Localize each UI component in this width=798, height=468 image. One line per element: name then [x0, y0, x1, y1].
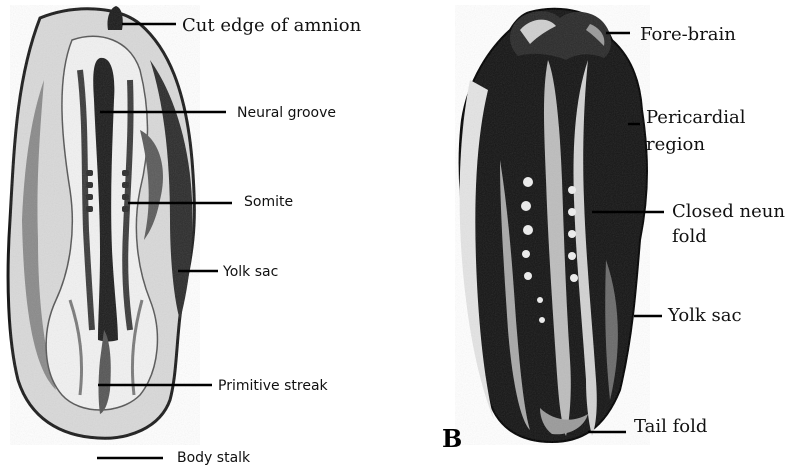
- label-closed-neural-line1: Closed neun: [672, 201, 785, 222]
- label-tail-fold: Tail fold: [634, 416, 707, 437]
- label-yolk-sac-a: Yolk sac: [222, 264, 278, 280]
- label-somite: Somite: [244, 194, 293, 210]
- label-pericardial-line1: Pericardial: [646, 107, 746, 128]
- label-primitive-streak: Primitive streak: [218, 378, 329, 394]
- label-cut-edge-amnion: Cut edge of amnion: [182, 15, 362, 36]
- label-yolk-sac-b: Yolk sac: [667, 305, 742, 326]
- label-neural-groove: Neural groove: [237, 105, 336, 121]
- label-body-stalk: Body stalk: [177, 450, 251, 466]
- label-fore-brain: Fore-brain: [640, 24, 736, 45]
- label-pericardial-line2: region: [646, 134, 705, 155]
- panel-letter-b: B: [442, 424, 462, 453]
- label-closed-neural-line2: fold: [672, 226, 707, 247]
- embryo-a-illustration: [8, 5, 200, 445]
- embryo-b-illustration: [455, 5, 650, 445]
